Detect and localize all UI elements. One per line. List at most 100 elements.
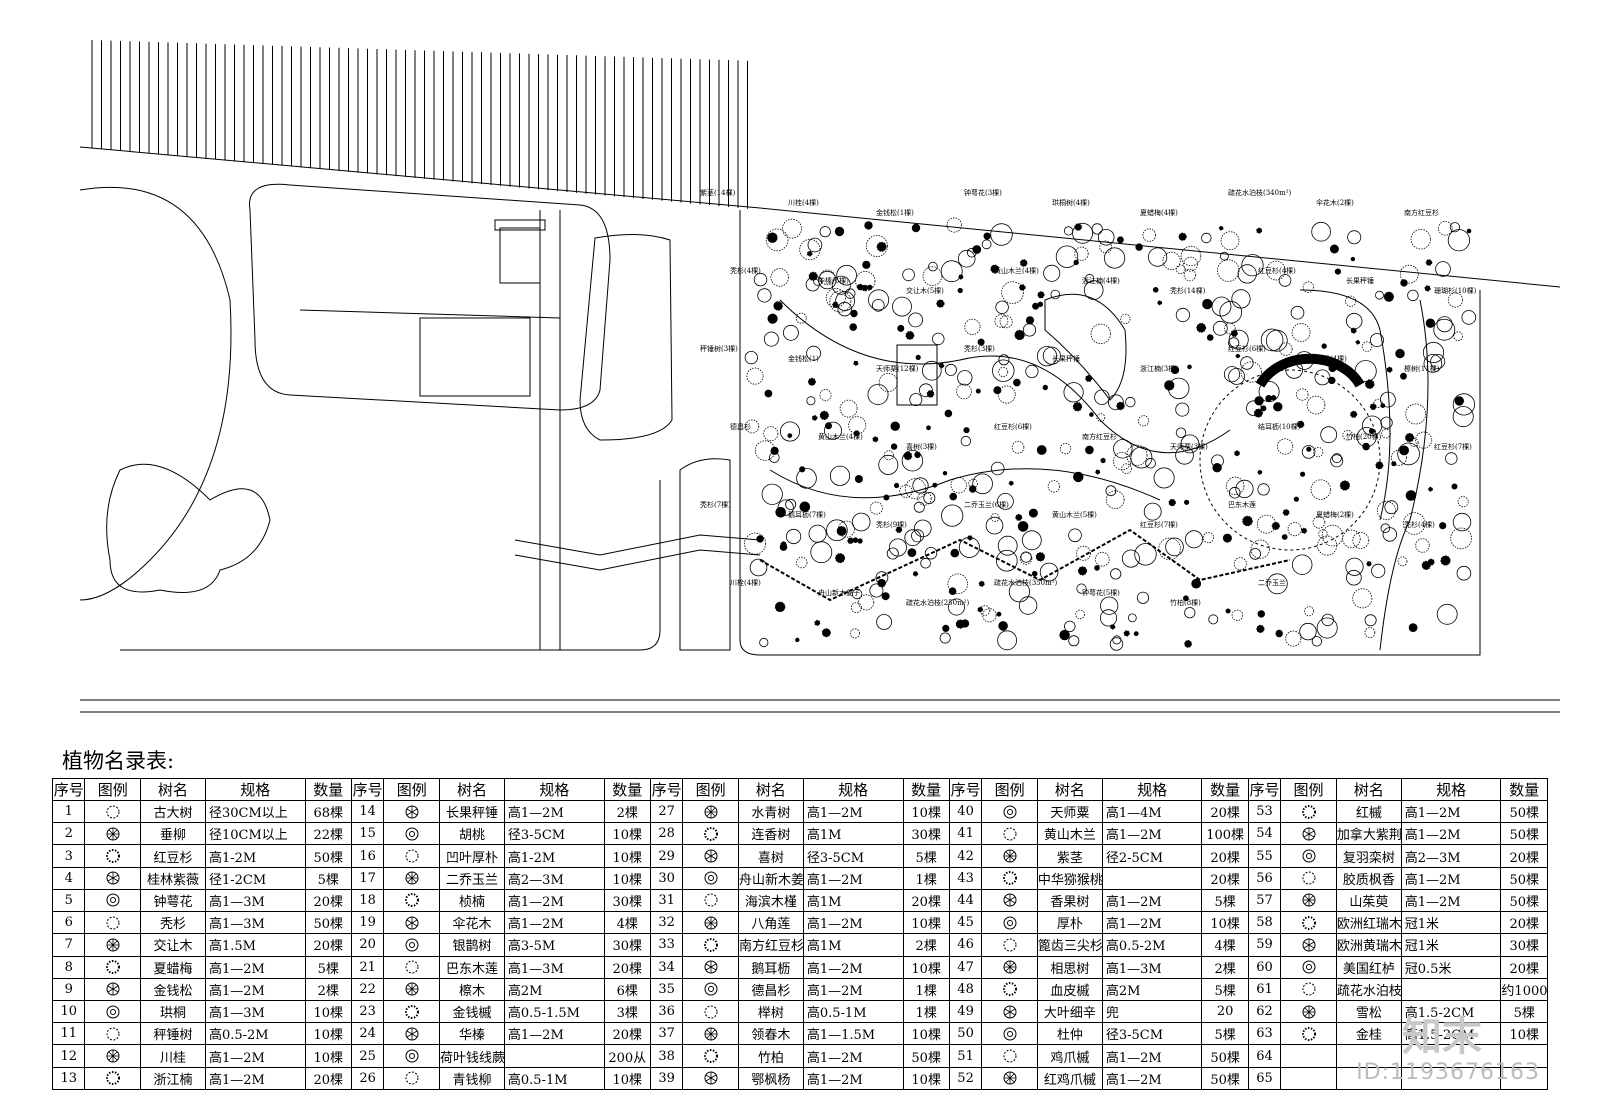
tree-symbol [1342, 429, 1353, 441]
row-index: 16 [350, 844, 385, 868]
tree-symbol [774, 601, 786, 613]
tree-symbol [998, 621, 1008, 631]
plan-plant-label: 珙桐树(4棵) [1052, 198, 1090, 207]
tree-symbol [1373, 398, 1383, 408]
tree-symbol [1266, 260, 1286, 281]
tree-symbol [1445, 452, 1458, 465]
plan-plant-label: 夏蜡梅(4棵) [1140, 208, 1178, 217]
tree-symbol [877, 578, 886, 588]
tree-symbol [806, 250, 813, 257]
tree-symbol [923, 491, 936, 504]
tree-symbol [1304, 606, 1315, 617]
plant-qty: 10棵 [603, 1066, 651, 1091]
tree-symbol [1017, 521, 1029, 532]
header-qty: 数量 [304, 778, 352, 801]
tree-symbol [1183, 268, 1197, 282]
plant-qty: 2棵 [304, 977, 352, 1001]
plant-qty: 20棵 [603, 955, 651, 979]
tree-symbol [907, 548, 917, 557]
plant-qty: 2棵 [1201, 955, 1249, 979]
plant-qty: 10棵 [603, 844, 651, 868]
plant-qty: 50棵 [1201, 1044, 1249, 1068]
tree-symbol [814, 619, 821, 626]
plant-qty: 6棵 [603, 977, 651, 1001]
tree-symbol [978, 580, 985, 587]
row-index: 30 [649, 866, 684, 890]
header-name: 树名 [1335, 778, 1402, 801]
row-index: 32 [649, 911, 684, 935]
tree-symbol [997, 535, 1018, 556]
tree-symbol [1180, 434, 1200, 454]
tree-symbol [851, 512, 871, 532]
plan-plant-label: 秃杉(14棵) [1170, 286, 1206, 295]
tree-symbol [831, 275, 851, 295]
tree-symbol [1135, 243, 1143, 251]
row-index: 22 [350, 977, 385, 1001]
plant-spec: 兜 [1101, 999, 1203, 1024]
plant-spec: 径3-5CM [503, 822, 605, 846]
plant-qty: 30棵 [603, 933, 651, 957]
tree-symbol [1296, 420, 1305, 429]
plant-qty: 20棵 [902, 888, 950, 913]
tree-symbol [1059, 629, 1070, 641]
plant-name: 长果秤锤 [439, 799, 505, 824]
plant-spec: 高2—3M [1400, 844, 1502, 868]
plant-spec: 高1M [802, 822, 904, 846]
brand-logo: 知末 [1402, 1014, 1482, 1060]
plant-name: 厚朴 [1036, 911, 1103, 935]
tree-symbol [872, 436, 879, 443]
plant-spec: 高1—2M [802, 911, 904, 935]
tree-symbol [948, 598, 966, 616]
row-index: 43 [948, 866, 983, 890]
tree-symbol [850, 309, 858, 318]
tree-symbol [1113, 451, 1132, 471]
tree-symbol [1273, 402, 1283, 412]
plant-spec: 径30CM以上 [204, 799, 306, 824]
tree-symbol [1260, 405, 1267, 412]
tree-symbol [1352, 532, 1370, 549]
row-index: 7 [51, 933, 86, 957]
row-index: 62 [1247, 999, 1282, 1024]
plant-spec: 冠1米 [1400, 933, 1502, 957]
tree-symbol [998, 366, 1009, 377]
tree-symbol [983, 232, 991, 240]
header-index: 序号 [948, 778, 983, 801]
tree-symbol [1380, 416, 1393, 429]
plant-spec: 径2-5CM [1101, 844, 1203, 868]
tree-symbol [890, 421, 900, 431]
plant-qty: 4棵 [1201, 933, 1249, 957]
tree-symbol [847, 537, 854, 544]
header-index: 序号 [51, 778, 86, 801]
tree-symbol [997, 385, 1016, 404]
tree-symbol [1165, 537, 1184, 557]
plant-name: 连香树 [737, 822, 804, 846]
plant-name: 荷叶钱线蕨 [439, 1044, 505, 1068]
tree-symbol [1415, 538, 1430, 553]
tree-symbol [1231, 609, 1244, 622]
tree-symbol [1127, 613, 1137, 623]
plant-qty: 10棵 [902, 911, 950, 935]
plant-name: 秤锤树 [140, 1022, 206, 1046]
plan-plant-label: 南方红豆杉 [1082, 432, 1117, 441]
tree-symbol [1021, 530, 1042, 551]
tree-symbol [1037, 301, 1044, 307]
tree-symbol [1399, 445, 1409, 456]
tree-symbol [849, 628, 860, 639]
tree-symbol [1036, 346, 1058, 367]
tree-symbol [957, 287, 963, 294]
plant-qty: 5棵 [304, 955, 352, 979]
tree-symbol [1430, 353, 1446, 369]
tree-symbol [940, 260, 963, 283]
tree-symbol [1218, 225, 1224, 231]
tree-symbol [819, 410, 829, 420]
legend-symbol-icon [84, 822, 142, 846]
plant-spec: 高1—3M [204, 888, 306, 913]
legend-symbol-icon [682, 955, 739, 979]
tree-symbol [1453, 331, 1463, 342]
tree-symbol [780, 421, 801, 442]
tree-symbol [1452, 393, 1476, 416]
row-index: 33 [649, 933, 684, 957]
plant-qty: 20棵 [1201, 799, 1249, 824]
tree-symbol [1224, 322, 1236, 335]
